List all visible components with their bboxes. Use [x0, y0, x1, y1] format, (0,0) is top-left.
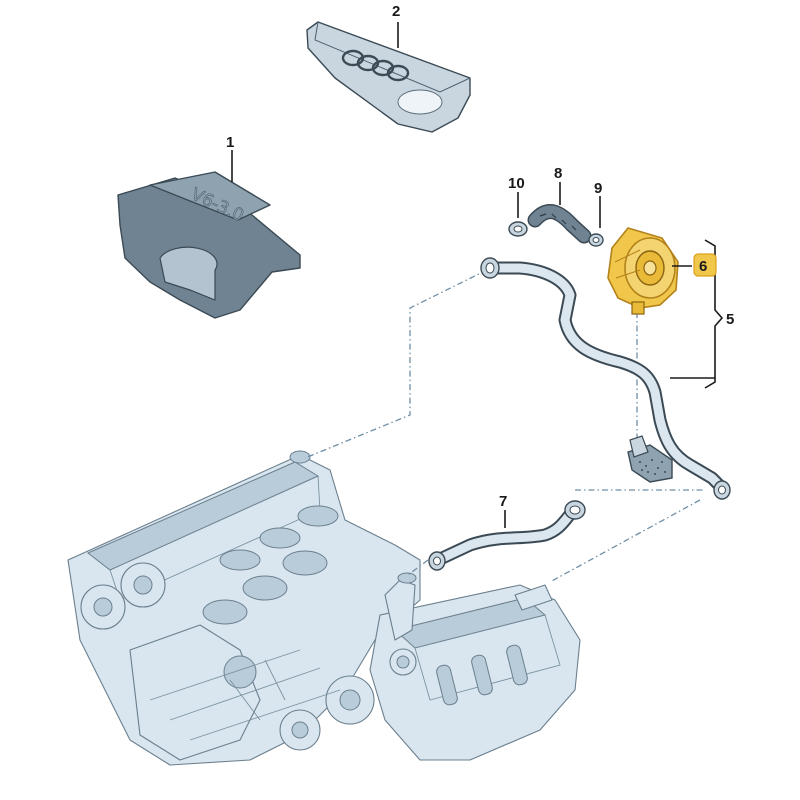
callout-10: 10	[508, 175, 525, 192]
callout-8: 8	[554, 165, 562, 182]
part-9-clamp	[588, 233, 604, 247]
part-7-breather-hose	[428, 500, 586, 571]
callout-6: 6	[699, 258, 707, 275]
brand-rings-emblem	[341, 49, 410, 82]
callout-6-highlight: 6	[693, 253, 717, 277]
callout-1: 1	[226, 134, 234, 151]
callout-9: 9	[594, 180, 602, 197]
callout-2: 2	[392, 3, 400, 20]
part-6-oil-separator	[607, 227, 679, 315]
callout-5: 5	[726, 311, 734, 328]
part-10-clamp	[508, 221, 528, 237]
callout-7: 7	[499, 493, 507, 510]
callout-leaders	[231, 22, 724, 528]
part-8-short-hose	[527, 204, 592, 244]
part-2-upper-engine-cover	[306, 21, 471, 133]
part-5-breather-pipe	[480, 257, 731, 500]
callout-labels: 1 2 8 9 10 7 5 6	[226, 3, 734, 510]
engine-block	[67, 450, 581, 766]
part-1-engine-cover: V6-3.0	[117, 171, 301, 319]
